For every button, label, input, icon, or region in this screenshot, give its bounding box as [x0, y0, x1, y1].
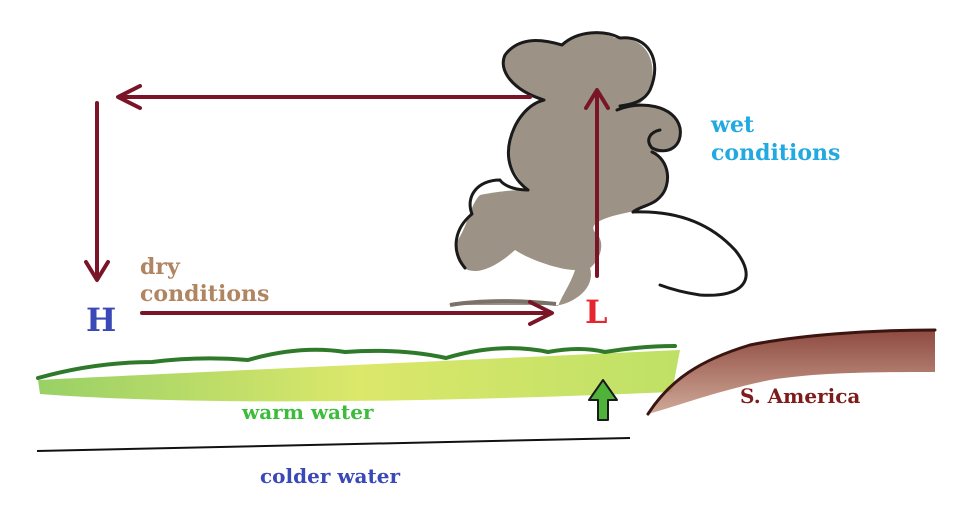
colder-water-label: colder water — [260, 464, 400, 488]
south-america-label: S. America — [740, 384, 861, 408]
dry-line-2: conditions — [140, 281, 270, 307]
wet-line-2: conditions — [711, 140, 841, 166]
sinking-arrowhead — [84, 260, 110, 282]
high-pressure-label: H — [86, 301, 117, 339]
cloud-icon — [448, 32, 681, 306]
surface-eastward-arrowhead — [528, 300, 554, 326]
cloud-outline — [454, 31, 748, 297]
rising-arrowhead — [584, 88, 610, 110]
south-america-coastline — [646, 328, 937, 416]
low-pressure-label: L — [585, 293, 608, 331]
cloud-base-shadow — [449, 299, 557, 307]
warm-water-label: warm water — [242, 400, 374, 424]
south-america-land — [648, 330, 935, 414]
dry-conditions-label: dry conditions — [140, 254, 269, 308]
ocean-surface-waves — [36, 344, 677, 380]
upper-westward-arrowhead — [116, 84, 142, 110]
wet-conditions-label: wet conditions — [711, 111, 840, 167]
wet-line-1: wet — [711, 112, 755, 138]
circulation-arrows — [84, 84, 610, 326]
warm-water-layer — [38, 350, 680, 402]
thermocline-line — [36, 437, 631, 452]
up-arrow-icon — [588, 379, 618, 421]
dry-line-1: dry — [140, 254, 180, 280]
